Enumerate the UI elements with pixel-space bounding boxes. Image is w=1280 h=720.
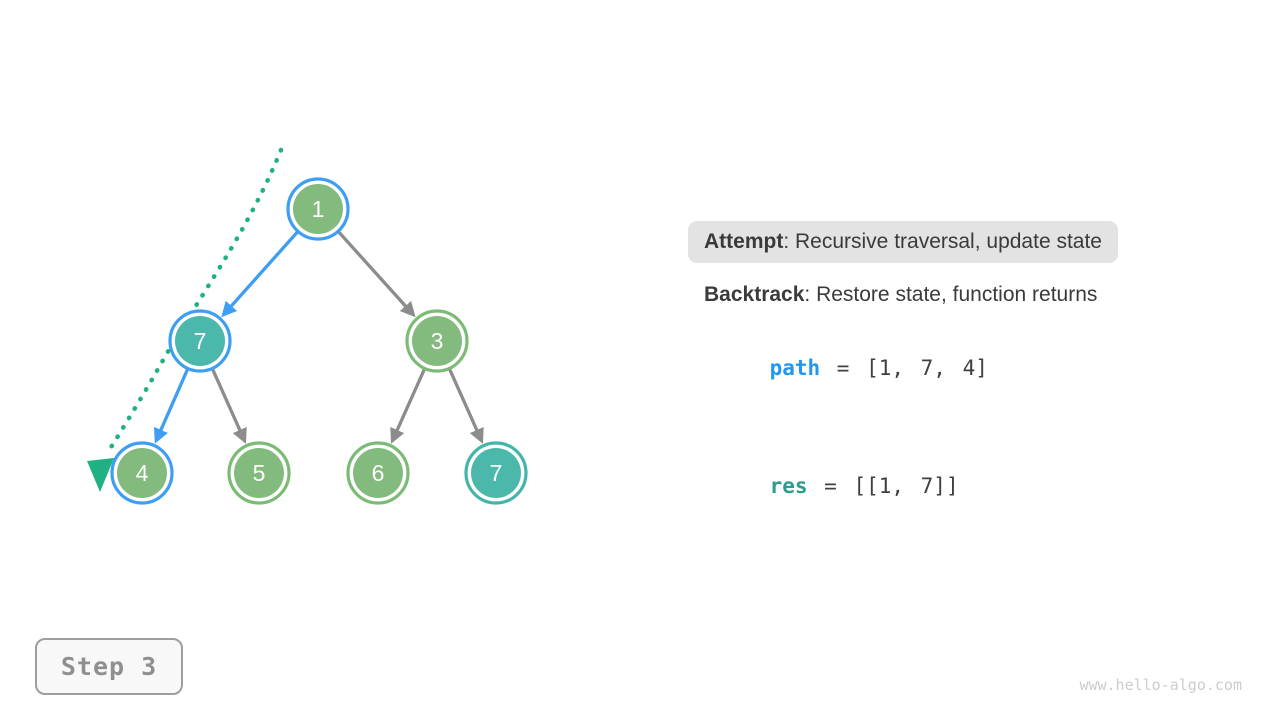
path-variable-name: path — [769, 356, 821, 380]
traversal-trace-arrowhead-icon — [87, 458, 114, 492]
attempt-legend: Attempt: Recursive traversal, update sta… — [688, 221, 1118, 263]
tree-nodes: 1 7 3 4 5 6 7 — [110, 177, 528, 505]
path-variable-value: = [1, 7, 4] — [820, 356, 988, 380]
attempt-text: : Recursive traversal, update state — [783, 230, 1102, 253]
tree-edge — [390, 368, 426, 444]
node-value: 7 — [490, 460, 503, 486]
tree-node: 1 — [286, 177, 350, 241]
node-value: 3 — [431, 328, 444, 354]
tree-edge — [221, 231, 299, 318]
node-value: 1 — [312, 196, 325, 222]
node-circle — [234, 448, 284, 498]
watermark-url: www.hello-algo.com — [1079, 676, 1242, 694]
tree-node: 4 — [110, 441, 174, 505]
node-circle — [293, 184, 343, 234]
step-indicator-button[interactable]: Step 3 — [35, 638, 183, 695]
tree-edge — [211, 368, 247, 444]
node-circle — [353, 448, 403, 498]
path-variable-line: path = [1, 7, 4] — [703, 332, 988, 404]
backtrack-text: : Restore state, function returns — [804, 283, 1098, 306]
node-circle — [117, 448, 167, 498]
node-circle — [412, 316, 462, 366]
res-variable-line: res = [[1, 7]] — [703, 450, 959, 522]
node-circle — [471, 448, 521, 498]
backtrack-legend: Backtrack: Restore state, function retur… — [704, 283, 1097, 307]
tree-node: 7 — [168, 309, 232, 373]
step-label: Step 3 — [60, 652, 158, 681]
node-value: 4 — [136, 460, 149, 486]
node-value: 5 — [253, 460, 266, 486]
tree-edges — [154, 230, 484, 444]
tree-node: 3 — [405, 309, 469, 373]
node-circle — [175, 316, 225, 366]
backtrack-label: Backtrack — [704, 283, 805, 306]
attempt-label: Attempt — [704, 230, 784, 253]
node-value: 7 — [194, 328, 207, 354]
tree-edge — [448, 368, 484, 444]
res-variable-value: = [[1, 7]] — [807, 474, 959, 498]
tree-node: 7 — [464, 441, 528, 505]
traversal-trace-dotted-curve — [105, 147, 284, 455]
tree-edge — [337, 230, 416, 318]
tree-edge — [154, 368, 190, 444]
tree-node: 6 — [346, 441, 410, 505]
binary-tree-diagram: 1 7 3 4 5 6 7 — [87, 147, 528, 505]
node-value: 6 — [372, 460, 385, 486]
tree-node: 5 — [227, 441, 291, 505]
res-variable-name: res — [769, 474, 808, 498]
